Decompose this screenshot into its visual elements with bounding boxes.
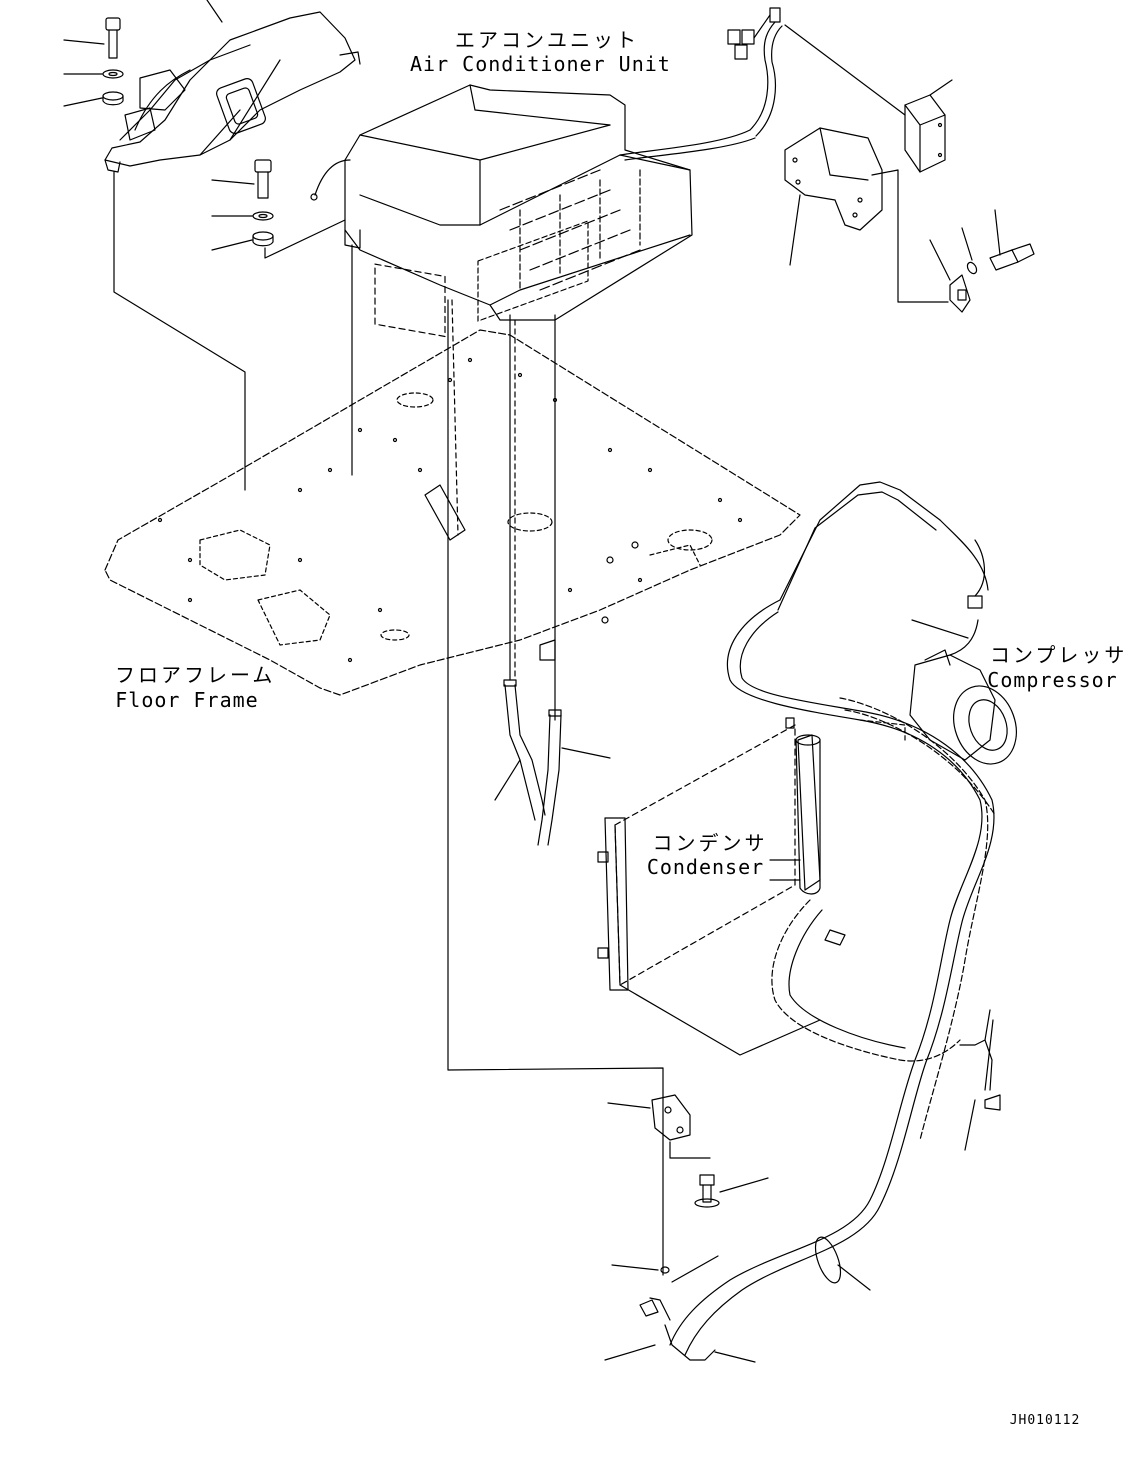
condenser-label-en: Condenser xyxy=(646,855,765,879)
drain-hoses xyxy=(494,679,611,846)
upper-harness xyxy=(727,7,906,137)
lower-bracket-set xyxy=(607,1094,769,1283)
compressor-label-en: Compressor xyxy=(987,668,1118,692)
mounting-bracket xyxy=(784,127,949,303)
controller-box xyxy=(904,79,953,173)
unit-bolt-set xyxy=(211,159,346,259)
ac-unit-label-en: Air Conditioner Unit xyxy=(410,52,671,76)
leader-lines xyxy=(113,171,664,1276)
switch-bolt-set xyxy=(929,209,1035,313)
drawing-code: JH010112 xyxy=(1009,1413,1081,1428)
condenser xyxy=(597,717,821,1056)
duct-bolt-set xyxy=(63,0,223,107)
ac-unit-label-jp: エアコンユニット xyxy=(455,28,639,52)
condenser-label-jp: コンデンサ xyxy=(652,831,768,855)
compressor-label-jp: コンプレッサ xyxy=(990,643,1128,667)
compressor-hose-ghost xyxy=(859,719,906,741)
air-conditioner-unit xyxy=(310,84,756,338)
compressor xyxy=(909,519,1017,765)
floor-frame-label-en: Floor Frame xyxy=(115,688,259,712)
floor-frame xyxy=(104,220,801,696)
floor-frame-label-jp: フロアフレーム xyxy=(115,663,276,687)
air-duct xyxy=(104,11,361,173)
refrigerant-hoses xyxy=(604,481,1001,1363)
